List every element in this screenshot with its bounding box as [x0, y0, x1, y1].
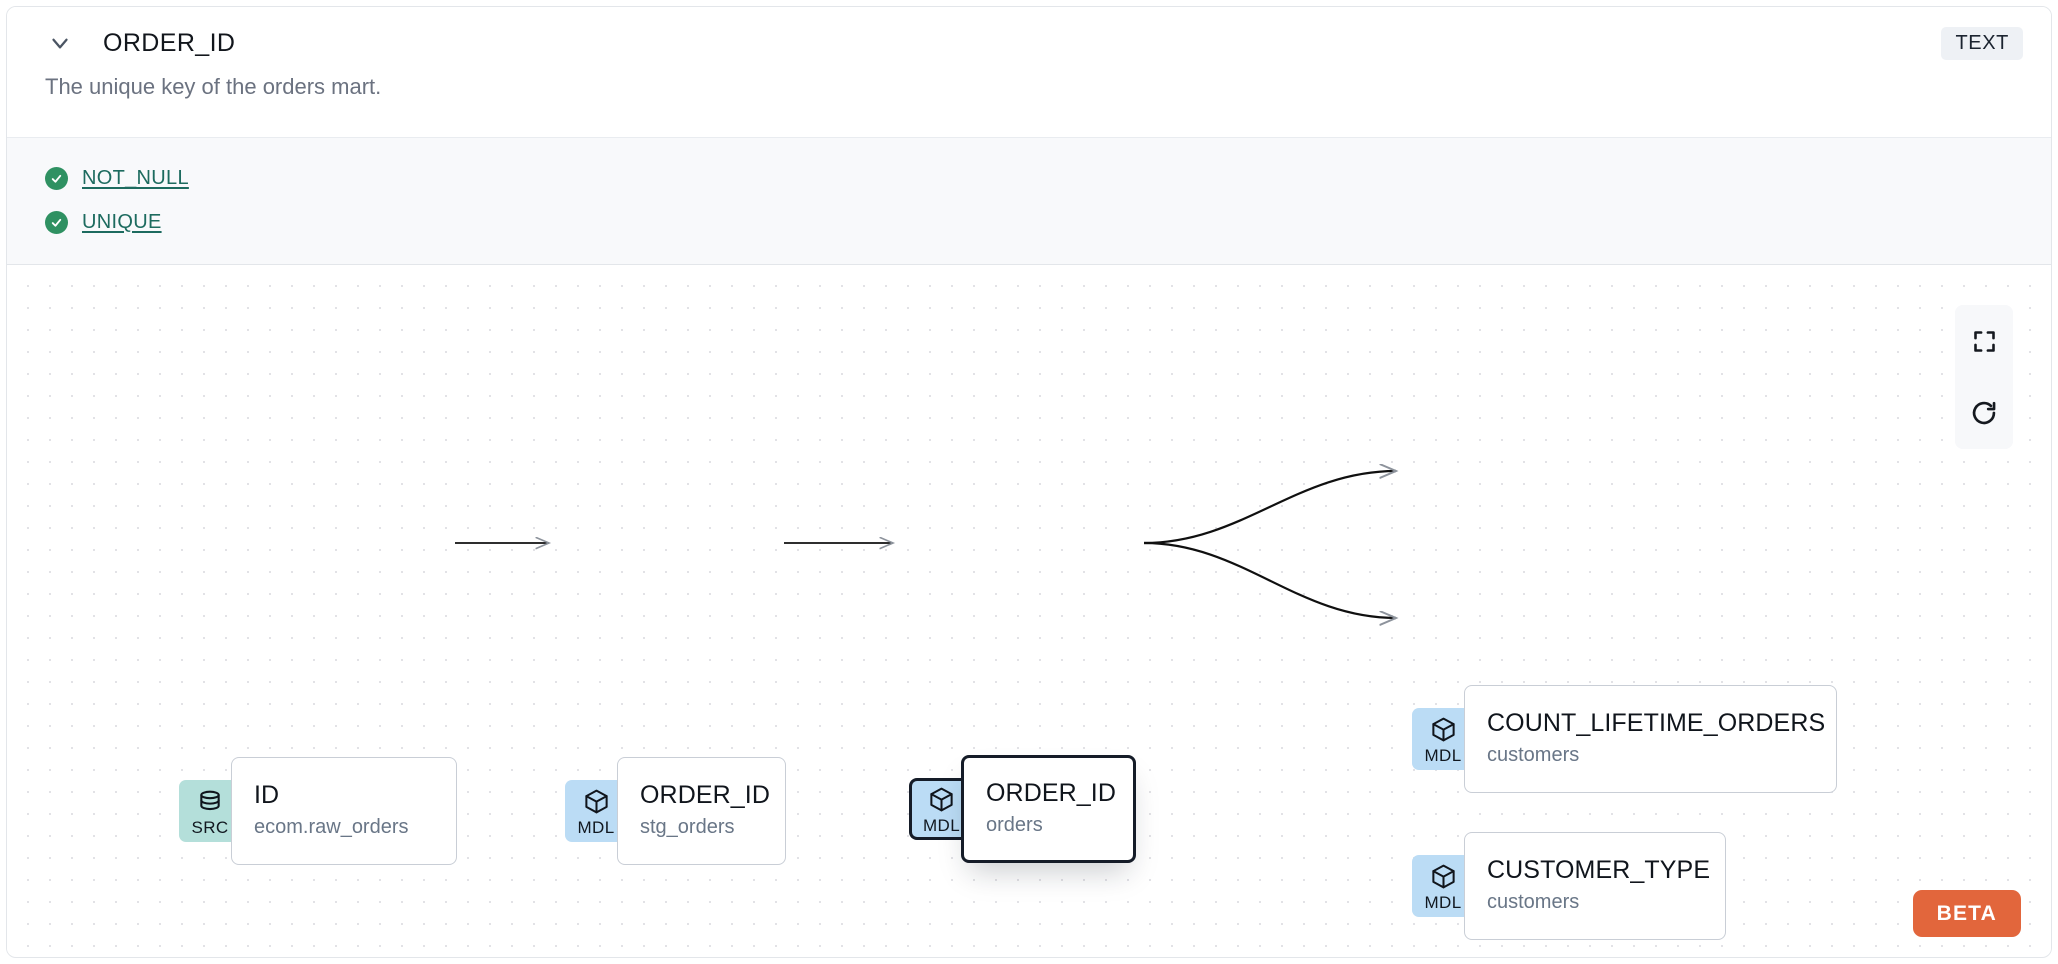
- fit-view-button[interactable]: [1955, 305, 2013, 377]
- node-body: CUSTOMER_TYPE customers: [1464, 832, 1726, 940]
- node-subtitle: orders: [986, 813, 1043, 836]
- node-type-badge-mdl: MDL: [1412, 855, 1474, 917]
- lineage-node-orders-selected[interactable]: MDL ORDER_ID orders: [909, 755, 1136, 863]
- test-link-unique[interactable]: UNIQUE: [82, 210, 162, 233]
- node-subtitle: customers: [1487, 743, 1580, 766]
- lineage-node-count-lifetime-orders[interactable]: MDL COUNT_LIFETIME_ORDERS customers: [1412, 685, 1837, 793]
- page-title: ORDER_ID: [103, 28, 236, 57]
- chevron-down-icon[interactable]: [45, 28, 75, 58]
- cube-icon: [1431, 717, 1455, 742]
- badge-label: MDL: [1424, 893, 1462, 912]
- node-type-badge-mdl: MDL: [1412, 708, 1474, 770]
- canvas-controls: [1955, 305, 2013, 449]
- node-name: COUNT_LIFETIME_ORDERS: [1487, 709, 1826, 738]
- lineage-node-stg-orders[interactable]: MDL ORDER_ID stg_orders: [565, 757, 786, 865]
- beta-badge[interactable]: BETA: [1912, 890, 2021, 937]
- lineage-node-customer-type[interactable]: MDL CUSTOMER_TYPE customers: [1412, 832, 1726, 940]
- node-subtitle: stg_orders: [640, 815, 735, 838]
- tests-section: NOT_NULL UNIQUE: [7, 137, 2051, 265]
- check-circle-icon: [45, 210, 68, 234]
- card-header: ORDER_ID TEXT The unique key of the orde…: [7, 7, 2051, 137]
- lineage-canvas[interactable]: SRC ID ecom.raw_orders MDL: [7, 265, 2051, 955]
- check-circle-icon: [45, 166, 68, 190]
- node-body: COUNT_LIFETIME_ORDERS customers: [1464, 685, 1837, 793]
- node-type-badge-mdl: MDL: [909, 778, 971, 840]
- node-name: ORDER_ID: [986, 779, 1116, 808]
- node-name: CUSTOMER_TYPE: [1487, 856, 1711, 885]
- database-icon: [200, 790, 220, 810]
- test-row: UNIQUE: [45, 200, 2013, 244]
- node-subtitle: customers: [1487, 890, 1580, 913]
- data-type-badge: TEXT: [1941, 26, 2023, 60]
- node-name: ORDER_ID: [640, 781, 770, 810]
- test-link-not-null[interactable]: NOT_NULL: [82, 166, 189, 189]
- edge-n3-n4: [1143, 471, 1396, 545]
- header-row: ORDER_ID TEXT: [7, 7, 2051, 79]
- node-body: ORDER_ID stg_orders: [617, 757, 786, 865]
- badge-label: MDL: [577, 818, 615, 837]
- node-body: ORDER_ID orders: [961, 755, 1136, 863]
- node-type-badge-mdl: MDL: [565, 780, 627, 842]
- node-type-badge-src: SRC: [179, 780, 241, 842]
- cube-icon: [584, 789, 608, 814]
- node-subtitle: ecom.raw_orders: [254, 815, 409, 838]
- lineage-node-id[interactable]: SRC ID ecom.raw_orders: [179, 757, 457, 865]
- cube-icon: [1431, 864, 1455, 889]
- badge-label: MDL: [922, 816, 961, 835]
- node-name: ID: [254, 781, 280, 810]
- reset-view-button[interactable]: [1955, 377, 2013, 449]
- fullscreen-icon: [1973, 330, 1995, 352]
- node-body: ID ecom.raw_orders: [231, 757, 457, 865]
- column-description: The unique key of the orders mart.: [45, 74, 382, 99]
- refresh-icon: [1972, 401, 1996, 425]
- test-row: NOT_NULL: [45, 156, 2013, 200]
- column-detail-card: ORDER_ID TEXT The unique key of the orde…: [6, 6, 2052, 958]
- edge-n3-n5: [1143, 541, 1396, 618]
- badge-label: MDL: [1424, 746, 1462, 765]
- badge-label: SRC: [191, 817, 229, 837]
- cube-icon: [930, 787, 953, 812]
